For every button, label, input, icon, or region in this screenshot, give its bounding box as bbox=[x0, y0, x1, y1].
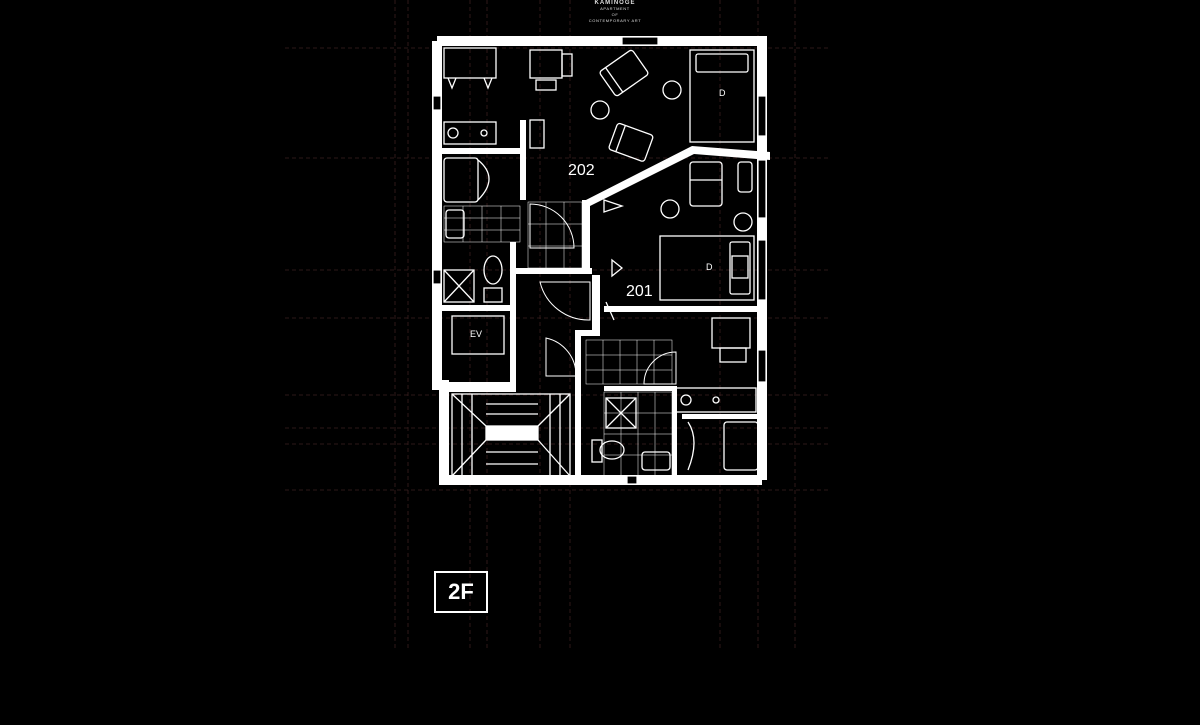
unit-201-label[interactable]: 201 bbox=[626, 283, 653, 300]
sink-counter-202 bbox=[443, 121, 497, 145]
bed-202-letter: D bbox=[719, 88, 726, 98]
unit-202-furniture bbox=[443, 47, 755, 303]
bed-202 bbox=[689, 49, 755, 143]
staircase bbox=[451, 393, 571, 477]
tagline-line-1: APARTMENT bbox=[600, 6, 630, 11]
toilet-202 bbox=[483, 255, 503, 303]
interior-walls bbox=[442, 120, 770, 480]
kitchen-counter-202 bbox=[443, 47, 497, 79]
guide-grid bbox=[285, 0, 830, 650]
bed-201 bbox=[659, 235, 755, 301]
common-areas bbox=[451, 199, 625, 477]
side-table-1 bbox=[662, 80, 682, 100]
tagline-line-3: CONTEMPORARY ART bbox=[588, 18, 642, 23]
wedge-1 bbox=[603, 199, 625, 213]
unit-202-label[interactable]: 202 bbox=[568, 162, 595, 179]
basin-202 bbox=[445, 209, 465, 239]
side-table-2 bbox=[590, 100, 610, 120]
basin-201 bbox=[641, 451, 671, 471]
brand-name: KAMINOGE bbox=[594, 0, 636, 6]
bathtub-202 bbox=[443, 157, 479, 203]
desk-201 bbox=[711, 317, 751, 349]
lounge-chair-1 bbox=[599, 49, 649, 97]
side-table-3 bbox=[660, 199, 680, 219]
chair-201-a bbox=[689, 161, 723, 207]
toilet-201 bbox=[591, 439, 625, 463]
shower-201 bbox=[605, 397, 637, 429]
unit-201-furniture bbox=[591, 161, 759, 471]
sink-counter-201 bbox=[675, 387, 757, 413]
windows bbox=[432, 36, 767, 485]
shower-202 bbox=[443, 269, 475, 303]
elevator-shaft bbox=[451, 315, 505, 355]
tagline-line-2: OF bbox=[611, 12, 619, 17]
lounge-chair-2 bbox=[608, 122, 654, 162]
wedge-2 bbox=[611, 258, 624, 278]
tiled-floor bbox=[443, 201, 673, 477]
bed-201-letter: D bbox=[706, 262, 713, 272]
bathtub-201 bbox=[723, 421, 759, 471]
floor-badge-2f[interactable]: 2F bbox=[434, 571, 488, 613]
elevator-label: EV bbox=[470, 329, 483, 339]
site-header: KAMINOGE APARTMENT OF CONTEMPORARY ART bbox=[560, 0, 670, 24]
desk-202 bbox=[529, 49, 563, 79]
side-table-4 bbox=[733, 212, 753, 232]
